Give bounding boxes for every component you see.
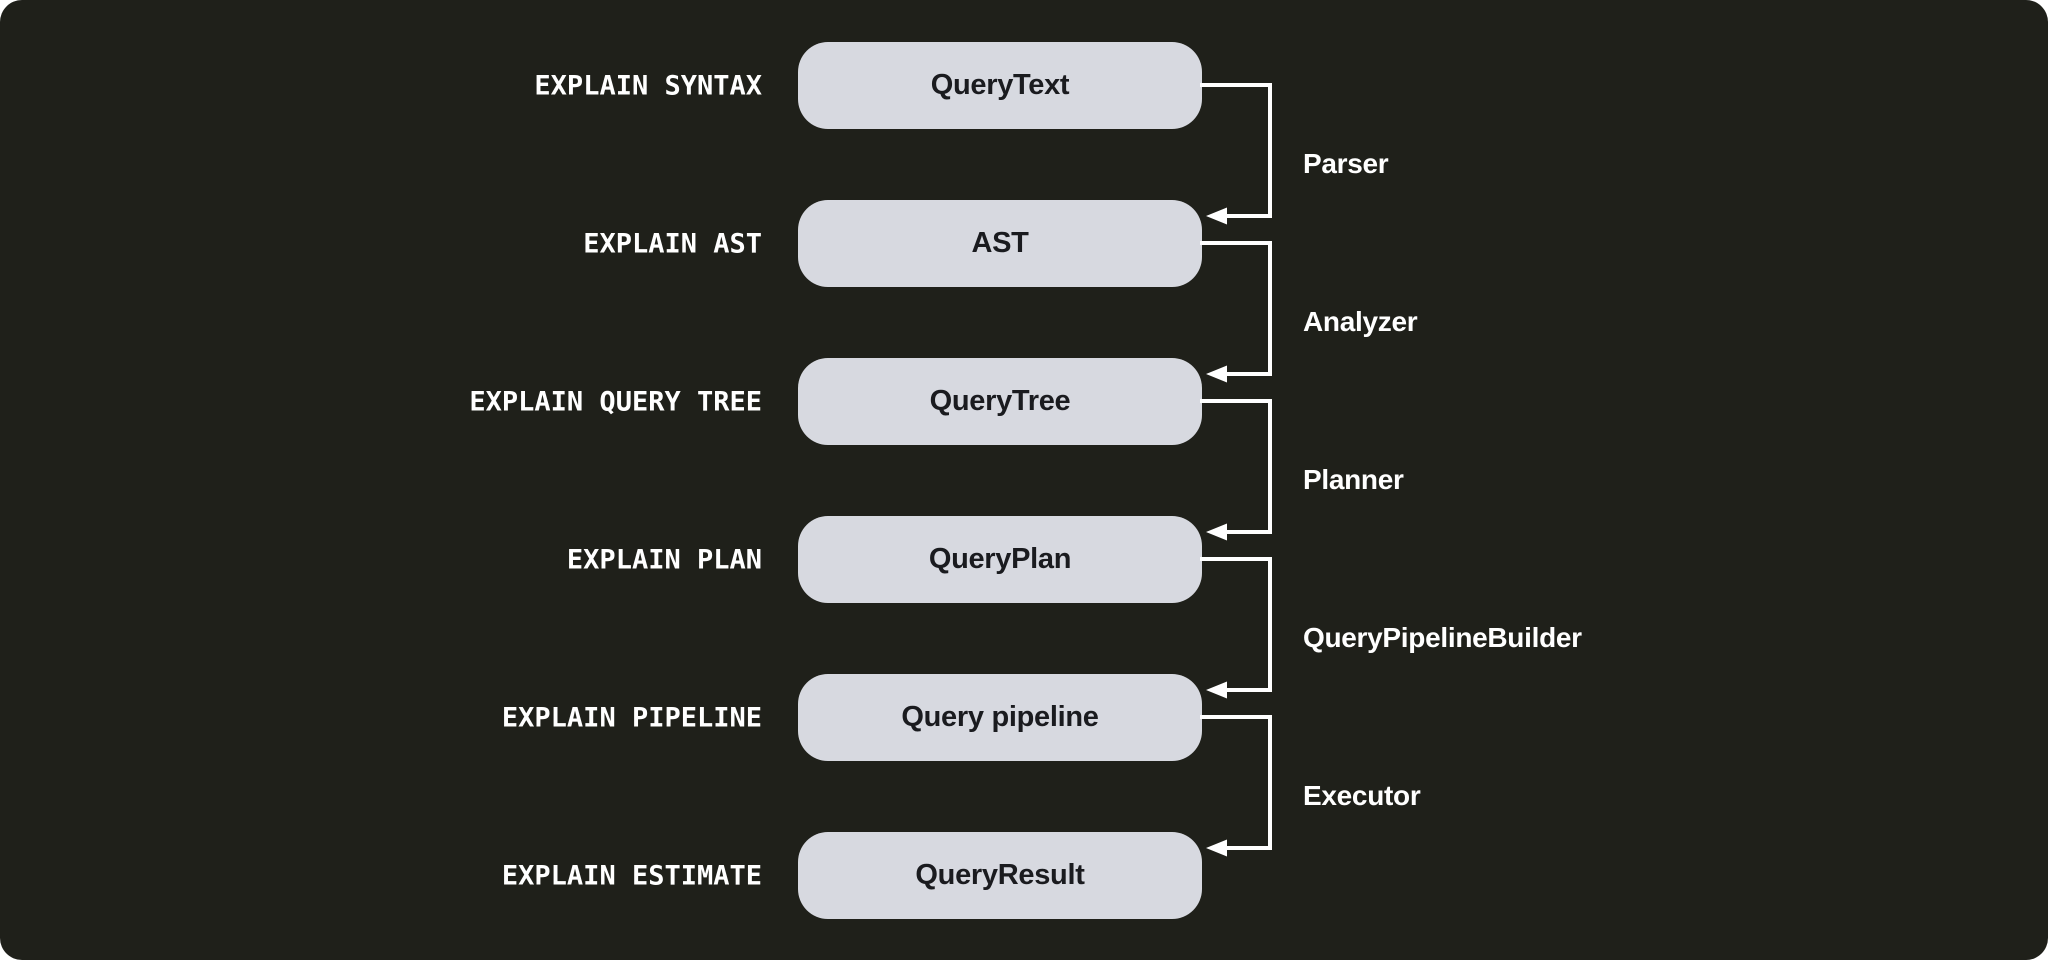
connector-executor <box>1200 715 1272 857</box>
connector-planner <box>1200 399 1272 541</box>
artifact-label: AST <box>971 227 1029 259</box>
artifact-box-querypipeline: Query pipeline <box>798 674 1202 761</box>
explain-command-syntax: EXPLAIN SYNTAX <box>534 70 762 102</box>
explain-command-query-tree: EXPLAIN QUERY TREE <box>469 386 762 418</box>
artifact-label: QueryTree <box>929 385 1071 417</box>
artifact-label: QueryText <box>930 69 1070 101</box>
stage-label-analyzer: Analyzer <box>1303 306 1418 337</box>
connector-parser <box>1200 83 1272 225</box>
stage-label-querypipelinebuilder: QueryPipelineBuilder <box>1303 622 1582 653</box>
explain-command-estimate: EXPLAIN ESTIMATE <box>501 860 762 892</box>
artifact-label: QueryPlan <box>928 543 1072 575</box>
artifact-box-queryresult: QueryResult <box>798 832 1202 919</box>
connector-querypipelinebuilder <box>1200 557 1272 699</box>
artifact-box-ast: AST <box>798 200 1202 287</box>
stage-label-executor: Executor <box>1303 780 1421 811</box>
stage-label-planner: Planner <box>1303 464 1404 495</box>
artifact-box-querytext: QueryText <box>798 42 1202 129</box>
explain-command-pipeline: EXPLAIN PIPELINE <box>501 702 762 734</box>
connector-analyzer <box>1200 241 1272 383</box>
explain-command-plan: EXPLAIN PLAN <box>566 544 762 576</box>
artifact-box-queryplan: QueryPlan <box>798 516 1202 603</box>
artifact-label: QueryResult <box>915 859 1085 891</box>
artifact-box-querytree: QueryTree <box>798 358 1202 445</box>
artifact-label: Query pipeline <box>901 701 1099 733</box>
stage-label-parser: Parser <box>1303 148 1389 179</box>
explain-command-ast: EXPLAIN AST <box>583 228 762 260</box>
